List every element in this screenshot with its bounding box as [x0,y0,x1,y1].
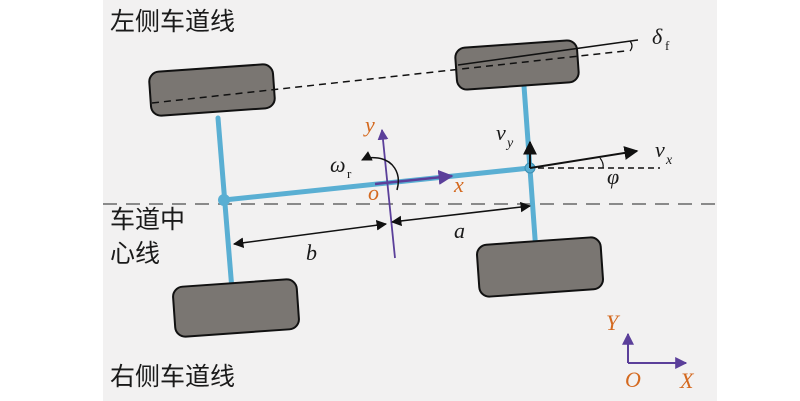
road-surface [103,0,717,401]
dimension-a [390,201,532,227]
yaw-rate-arrow [361,151,399,191]
omega-subscript: r [347,166,352,181]
vy-subscript: y [505,136,514,151]
local-x-axis [374,169,454,186]
vx-arrow [529,146,639,169]
center-line-label-2: 心线 [110,239,160,268]
phi-symbol: φ [607,164,619,189]
b-label: b [306,240,317,265]
delta-symbol: δ [652,24,663,49]
rear-right-wheel [172,278,300,338]
rear-left-wheel [148,63,276,117]
dimension-b [232,220,388,248]
a-label: a [454,218,465,243]
phi-arc [599,157,604,169]
front-left-wheel [454,39,580,91]
origin-o-label: o [368,180,379,205]
right-lane-label: 右侧车道线 [110,362,235,391]
left-lane-label: 左侧车道线 [110,7,235,36]
front-wheel-direction-line [457,39,639,66]
local-y-axis [377,128,396,259]
front-right-wheel [476,236,604,298]
local-x-label: x [453,172,464,197]
local-y-label: y [363,112,375,137]
delta-subscript: f [665,38,670,53]
vx-symbol: v [655,137,665,162]
steering-angle-arc [629,40,633,52]
body-direction-dashed-line [151,50,626,104]
vy-symbol: v [496,120,506,145]
global-O-label: O [625,367,641,392]
global-X-label: X [679,368,695,393]
vx-subscript: x [665,153,673,168]
rear-axle-center [218,194,230,206]
global-Y-label: Y [606,310,621,335]
omega-symbol: ω [330,152,346,177]
center-line-label-1: 车道中 [110,205,185,234]
